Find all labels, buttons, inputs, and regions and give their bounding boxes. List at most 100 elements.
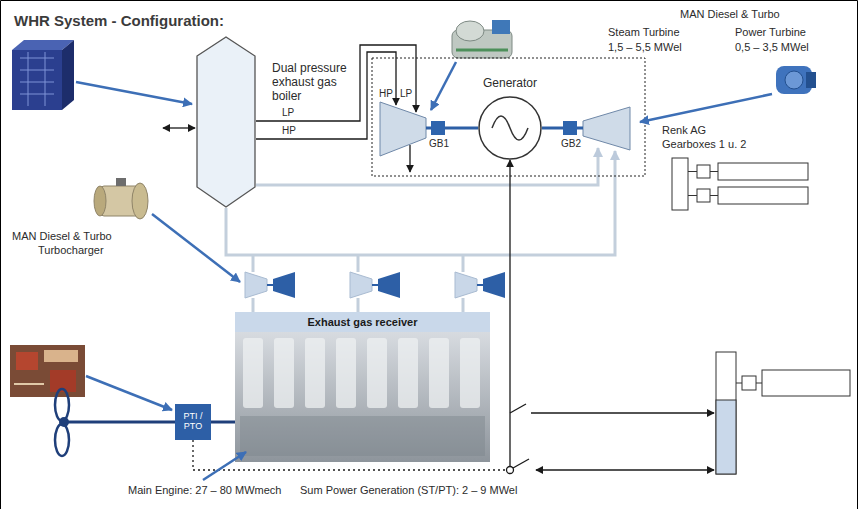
switch-wiring [531,412,714,413]
gearbox-icon [688,172,718,196]
turbocharger-picture [94,186,106,216]
shaft-connector [542,127,563,130]
main-engine-picture [429,338,449,408]
main-engine-picture [460,338,480,408]
pti-pto-box: PTI / PTO [175,404,211,440]
main-engine-picture [367,338,387,408]
propeller [64,421,175,424]
exhaust-duct [226,151,615,255]
main-engine-picture [211,332,490,462]
steam-line [256,52,396,139]
propeller [55,389,175,456]
main-engine-picture [336,338,356,408]
steam-line [163,127,195,128]
generator-outline [478,96,542,160]
main-engine-picture [305,338,325,408]
switch-wiring [510,404,526,413]
diagram-title: WHR System - Configuration: [14,12,224,29]
switch-wiring [507,467,514,474]
steam-turbine-picture [492,20,510,34]
power-rating: 1,5 – 5,5 MWel [608,41,682,54]
exhaust-duct [226,148,615,312]
pressure-label: HP [379,88,393,100]
main-engine-picture [243,338,263,408]
turbocharger-picture [94,178,148,219]
gearbox-icon [718,163,808,180]
power-turbine-picture [806,72,816,88]
node-text: GB1 [429,138,449,150]
pressure-label: LP [282,107,294,119]
boiler-picture [12,50,62,110]
gearbox-icon [718,187,808,204]
main-engine-picture [240,416,485,456]
main-engine-picture [274,338,294,408]
node-text: Generator [448,77,572,91]
dashed-enclosure [372,58,645,176]
switch-wiring [509,160,510,467]
turbocharger-symbol [455,272,477,298]
exhaust-receiver-band: Exhaust gas receiver [235,312,490,332]
maker-label: MAN Diesel & Turbo [12,230,112,243]
power-turbine-picture [785,71,803,89]
node-text: GB2 [561,138,581,150]
gearbox-box: GB1 [431,121,445,135]
part-name: Turbocharger [38,244,104,257]
shaft-connector [445,127,478,130]
gearbox-icon [672,158,808,210]
main-engine-picture [211,421,235,424]
pointer-arrow [431,62,456,110]
ac-symbol [492,116,528,140]
main-engine-picture [235,332,490,462]
switch-wiring [193,160,714,474]
pointer-arrow [76,62,772,480]
steam-turbine-picture [456,49,508,52]
pointer-arrow [76,82,192,104]
pointer-arrow [86,376,172,410]
exhaust-duct [256,148,598,185]
turbocharger-symbol [372,284,378,286]
switchboard-icon [742,376,756,390]
power-rating: Sum Power Generation (ST/PT): 2 – 9 MWel [300,484,517,497]
maker-label: Renk AG [662,124,706,137]
maker-label: MAN Diesel & Turbo [680,8,780,21]
gearbox-box: GB2 [563,121,577,135]
pressure-label: LP [400,88,412,100]
turbine-symbol [583,107,630,150]
switchboard-icon [716,400,736,474]
turbocharger-symbol [477,284,483,286]
gearbox-icon [697,165,710,178]
gearbox-icon [672,158,688,210]
turbocharger-symbol [245,272,505,298]
turbocharger-symbol [245,272,267,298]
boiler-outline [196,36,256,208]
boiler-outline [197,37,255,207]
turbocharger-symbol [350,272,372,298]
propeller [55,389,69,421]
pointer-arrow [152,214,240,282]
engine-room-picture [44,350,78,362]
turbocharger-picture [116,178,126,186]
pointer-arrow [203,452,246,480]
pointer-arrow [640,94,772,122]
node-text: PTI / PTO [177,412,209,432]
boiler-shape: Dual pressure exhaust gas boiler [196,36,256,208]
propeller [59,417,69,427]
engine-room-picture [10,345,85,397]
main-engine-picture [398,338,418,408]
boiler-picture [20,52,54,106]
steam-turbine-picture [456,21,484,41]
power-turbine-picture [776,66,816,94]
steam-turbine-picture [452,20,512,58]
turbocharger-symbol [483,272,505,298]
gearbox-icon [697,189,710,202]
turbocharger-symbol [378,272,400,298]
power-rating: 0,5 – 3,5 MWel [735,41,809,54]
switchboard-icon [736,383,762,384]
power-rating: Main Engine: 27 – 80 MWmech [128,484,281,497]
propeller [55,424,69,456]
